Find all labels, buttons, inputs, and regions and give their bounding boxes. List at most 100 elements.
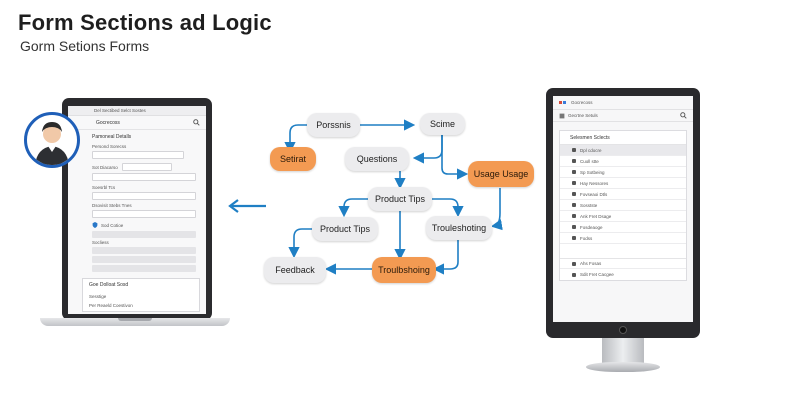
laptop-search-label: Gocrecoss	[96, 119, 120, 126]
monitor-stand-neck	[602, 338, 644, 364]
node-feedback[interactable]: Feedback	[264, 257, 326, 283]
laptop-search-bar[interactable]: Gocrecoss	[68, 116, 206, 130]
laptop-field-3[interactable]	[92, 192, 196, 200]
monitor-item-3[interactable]: Hay Nessores	[560, 178, 686, 189]
monitor-item-6[interactable]: Ank Fret Dsage	[560, 211, 686, 222]
page-subtitle: Gorm Setions Forms	[20, 38, 150, 54]
monitor-footer-item-1[interactable]: Sdit Fret Cacgee	[560, 269, 686, 280]
node-usage[interactable]: Usage Usage	[468, 161, 534, 187]
laptop-field-5[interactable]	[92, 231, 196, 238]
node-scime[interactable]: Scime	[420, 113, 465, 135]
laptop-field-8[interactable]	[92, 265, 196, 272]
monitor-item-label: Fosdeaoge	[580, 224, 603, 230]
monitor-item-2[interactable]: Sp Sotbeing	[560, 167, 686, 178]
edge-producttips-right	[432, 198, 464, 218]
item-icon	[572, 225, 576, 229]
item-icon	[572, 159, 576, 163]
edge-persons-setirat	[284, 124, 307, 154]
laptop-notch	[118, 318, 152, 321]
laptop-row-0: Persond Sorecss	[92, 144, 127, 149]
item-icon	[572, 272, 576, 277]
monitor-screen: Gocrecoss Gecrtne Setuls Selesmen Sclect…	[553, 96, 693, 322]
node-persons[interactable]: Porssnis	[307, 113, 360, 137]
node-setirat[interactable]: Setirat	[270, 147, 316, 171]
edge-producttips2-feedback	[288, 228, 312, 259]
user-avatar	[24, 112, 80, 168]
node-troubleshoting-2[interactable]: Troulbshoing	[372, 257, 436, 283]
laptop-lid: Del Sectibed Selct Sostes Gocrecoss Pamo…	[62, 98, 212, 320]
monitor-item-0[interactable]: Dpl cdocre	[560, 145, 686, 156]
monitor-device: Gocrecoss Gecrtne Setuls Selesmen Sclect…	[546, 88, 700, 378]
laptop-field-2[interactable]	[92, 173, 196, 181]
monitor-tab-bar[interactable]: Gecrtne Setuls	[553, 110, 693, 122]
monitor-list: Selesmen Sclects Dpl cdocre Cuoll stte S…	[559, 130, 687, 281]
monitor-item-label: Sdit Fret Cacgee	[580, 272, 614, 277]
item-icon	[572, 192, 576, 196]
monitor-item-5[interactable]: Sosstste	[560, 200, 686, 211]
edge-scime-questions	[412, 135, 443, 164]
item-icon	[572, 236, 576, 240]
laptop-field-0[interactable]	[92, 151, 184, 159]
item-icon	[572, 148, 576, 152]
item-icon	[572, 181, 576, 185]
monitor-list-header-label: Selesmen Sclects	[570, 134, 610, 141]
monitor-item-7[interactable]: Fosdeaoge	[560, 222, 686, 233]
edge-producttips-left	[338, 198, 368, 218]
laptop-field-4[interactable]	[92, 210, 196, 218]
monitor-item-label: Fovseaoi Dtls	[580, 191, 608, 197]
laptop-row-3: Dsovisit Stebs Tnes	[92, 203, 132, 208]
edge-scime-usage	[441, 135, 469, 180]
monitor-power-button[interactable]	[619, 326, 627, 334]
search-icon[interactable]	[680, 112, 687, 119]
monitor-item-label: Sosstste	[580, 202, 598, 208]
item-icon	[572, 214, 576, 218]
monitor-item-1[interactable]: Cuoll stte	[560, 156, 686, 167]
node-product-tips-1[interactable]: Product Tips	[368, 187, 432, 211]
monitor-item-label: Cuoll stte	[580, 158, 599, 164]
node-product-tips-2[interactable]: Product Tips	[312, 217, 378, 241]
laptop-panel: Goe Dolloat Sosd Sesstige Per Reaeld Coe…	[82, 278, 200, 312]
item-icon	[572, 170, 576, 174]
laptop-field-7[interactable]	[92, 256, 196, 263]
laptop-device: Del Sectibed Selct Sostes Gocrecoss Pamo…	[40, 98, 230, 330]
monitor-item-label: Dpl cdocre	[580, 147, 602, 153]
monitor-item-4[interactable]: Fovseaoi Dtls	[560, 189, 686, 200]
laptop-tab[interactable]: Del Sectibed Selct Sostes	[94, 108, 146, 113]
item-icon	[572, 261, 576, 266]
laptop-panel-row-1: Per Reaeld Coestivon	[89, 303, 133, 308]
page-icon	[559, 113, 565, 118]
node-questions[interactable]: Questions	[345, 147, 409, 171]
laptop-base	[40, 318, 230, 326]
laptop-browser-bar: Del Sectibed Selct Sostes	[68, 106, 206, 116]
laptop-row-1: Sot Diacarso	[92, 164, 118, 170]
laptop-row-4: Sod Cotioe	[101, 222, 124, 228]
search-icon[interactable]	[193, 119, 200, 126]
laptop-section-title: Pamoneal Detalls	[92, 134, 132, 140]
monitor-item-label: Ank Fret Dsage	[580, 213, 612, 219]
laptop-field-1[interactable]	[121, 163, 172, 171]
edge-troubleshoting-troubleshoting2	[432, 240, 459, 275]
monitor-item-8[interactable]: Fodss	[560, 233, 686, 244]
monitor-browser-bar: Gocrecoss	[553, 96, 693, 110]
monitor-footer-item-0[interactable]: Ahs Fosas	[560, 258, 686, 269]
item-icon	[572, 203, 576, 207]
node-troubleshoting-1[interactable]: Trouleshoting	[426, 216, 492, 240]
shield-icon	[92, 222, 98, 228]
laptop-field-6[interactable]	[92, 247, 196, 254]
monitor-tab[interactable]: Gecrtne Setuls	[568, 113, 598, 118]
edge-usage-troubleshoting	[490, 188, 503, 231]
monitor-item-label: Fodss	[580, 235, 593, 241]
laptop-row-5: Socliess	[92, 240, 109, 245]
laptop-panel-title: Goe Dolloat Sosd	[89, 282, 129, 288]
apps-icon	[559, 101, 566, 104]
monitor-stand-foot	[586, 362, 660, 372]
monitor-list-header: Selesmen Sclects	[560, 131, 686, 145]
left-arrow-icon	[228, 199, 266, 213]
monitor-item-label: Ahs Fosas	[580, 261, 602, 266]
laptop-panel-row-0: Sesstige	[89, 294, 107, 299]
laptop-screen: Del Sectibed Selct Sostes Gocrecoss Pamo…	[68, 106, 206, 314]
monitor-search-label[interactable]: Gocrecoss	[571, 100, 593, 105]
monitor-item-label: Sp Sotbeing	[580, 169, 605, 175]
user-icon	[35, 122, 69, 165]
